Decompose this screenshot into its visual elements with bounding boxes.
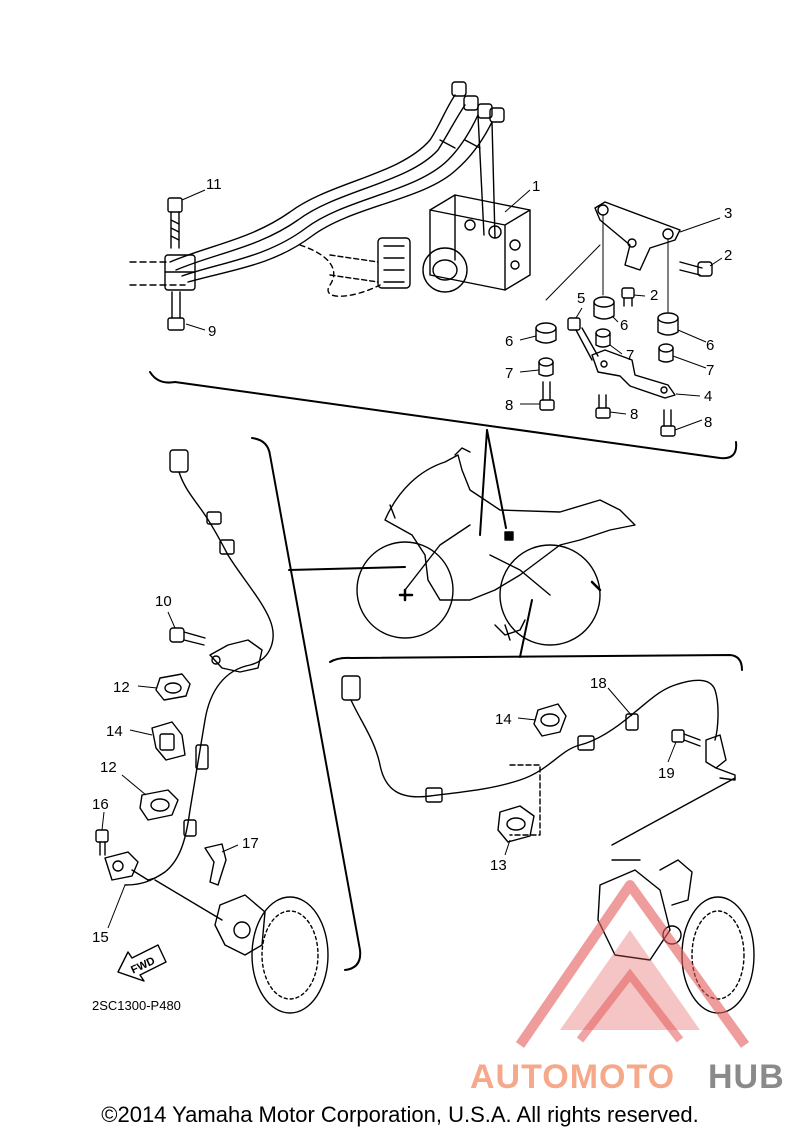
callout-7-mid: 7 [626,347,634,364]
front-sensor-lead [124,449,274,886]
callout-3: 3 [724,205,732,222]
callout-8-left: 8 [505,397,513,414]
watermark-logo: AUTOMOTO HUB [470,880,785,1096]
bolt-8-right [660,409,676,437]
clamp-12-lower [139,789,179,821]
front-sensor-rotor [154,879,329,1014]
guide-17 [204,843,227,886]
callout-8-right: 8 [704,414,712,431]
callout-11: 11 [206,176,222,193]
fwd-arrow [117,944,167,982]
callout-6-right: 6 [706,337,714,354]
callout-9: 9 [208,323,216,340]
diagram-code: 2SC1300-P480 [92,998,181,1013]
callout-1: 1 [532,178,540,195]
callout-12-lower: 12 [100,759,117,776]
bolt-2-lower [621,287,635,307]
collar-7-mid [595,328,611,348]
callout-7-right: 7 [706,362,714,379]
bracket-4 [591,349,676,399]
front-group-bracket [251,437,362,971]
copyright-notice: ©2014 Yamaha Motor Corporation, U.S.A. A… [101,1102,699,1127]
callout-15: 15 [92,929,109,946]
callout-10: 10 [155,593,172,610]
callout-17: 17 [242,835,259,852]
callout-4: 4 [704,388,712,405]
top-group-bracket [149,371,738,460]
callout-12-upper: 12 [113,679,130,696]
sensor-holder-bracket [209,639,263,673]
bolt-5 [567,317,599,361]
abs-hydraulic-unit [422,194,531,293]
front-wheel-sensor-15 [104,851,156,881]
bolt-16 [95,829,109,856]
callout-2-upper: 2 [724,247,732,264]
watermark-text-hub: HUB [708,1058,785,1096]
bolt-2-upper [679,261,713,277]
clamp-14-right [533,703,567,737]
callout-14-right: 14 [495,711,512,728]
motorcycle-outline [356,447,636,646]
pipe-fittings [439,81,505,149]
watermark-text-automoto: AUTOMOTO [470,1058,675,1096]
callout-6-mid: 6 [620,317,628,334]
callout-16: 16 [92,796,109,813]
callout-leaders [101,189,723,929]
callout-19: 19 [658,765,675,782]
callout-8-mid: 8 [630,406,638,423]
grommet-6-left [535,322,557,344]
callout-2-lower: 2 [650,287,658,304]
brake-pipes [129,94,496,297]
clamp-13 [497,764,541,843]
collar-7-left [538,357,554,377]
bolt-19 [671,729,701,747]
grommet-6-mid [593,296,615,320]
clamp-14-left [151,721,186,761]
pipe-joint-block [164,254,196,291]
callout-18: 18 [590,675,607,692]
bolt-10 [169,627,206,646]
callout-7-left: 7 [505,365,513,382]
bolt-8-left [539,381,555,411]
callout-6-left: 6 [505,333,513,350]
assembly-guide-lines [545,214,669,313]
bracket-3 [594,201,681,271]
collar-7-right [658,343,674,363]
rear-sensor-lead [341,675,719,803]
callout-5: 5 [577,290,585,307]
abs-connector [329,237,411,289]
clamp-12-upper [155,673,191,701]
callout-13: 13 [490,857,507,874]
bolt-8-mid [595,394,611,419]
bolt-11 [167,197,183,249]
rear-group-bracket [329,654,743,671]
grommet-6-right [657,312,679,336]
nut-9 [167,291,185,331]
rear-wheel-sensor [705,734,736,781]
callout-14-left: 14 [106,723,123,740]
